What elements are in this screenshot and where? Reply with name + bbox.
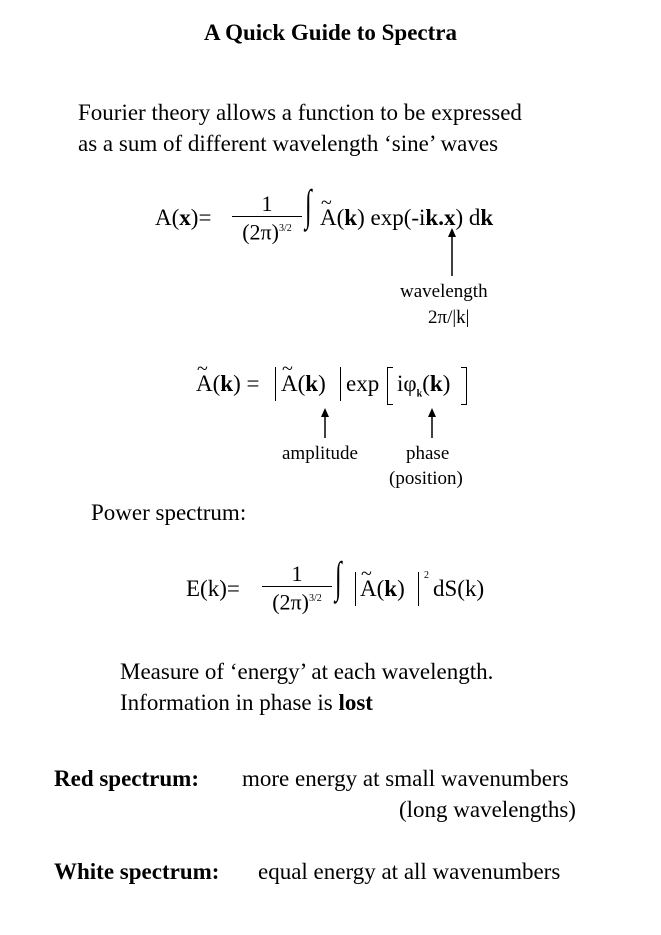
red-spectrum-text: more energy at small wavenumbers bbox=[242, 766, 569, 791]
eq1-lhs: A(x)= bbox=[155, 205, 212, 230]
eq2-lhs: ~A(k) = bbox=[196, 358, 260, 396]
eq1-integral-sign: ∫ bbox=[305, 181, 312, 230]
power-integral-sign: ∫ bbox=[335, 553, 342, 602]
eq2-amplitude: ~A(k) bbox=[281, 358, 326, 396]
open-bracket bbox=[387, 367, 393, 405]
abs-bar-left bbox=[275, 367, 276, 401]
position-label: (position) bbox=[389, 468, 463, 489]
abs-bar-right bbox=[340, 367, 341, 401]
white-spectrum-text: equal energy at all wavenumbers bbox=[258, 859, 561, 884]
page-title: A Quick Guide to Spectra bbox=[203, 20, 457, 45]
wavelength-arrow bbox=[448, 228, 456, 276]
power-spectrum-heading: Power spectrum: bbox=[91, 500, 247, 525]
wavelength-formula: 2π/|k| bbox=[428, 307, 470, 328]
power-abs-right bbox=[418, 572, 419, 606]
eq2-phase: iφk(k) bbox=[397, 371, 451, 400]
power-fraction: 1 (2π)3/2 bbox=[262, 562, 332, 614]
intro-line-1: Fourier theory allows a function to be e… bbox=[78, 100, 522, 125]
white-spectrum-label: White spectrum: bbox=[54, 859, 220, 884]
eq2-exp: exp bbox=[346, 371, 380, 396]
red-spectrum-note: (long wavelengths) bbox=[399, 797, 576, 822]
intro-line-2: as a sum of different wavelength ‘sine’ … bbox=[78, 131, 499, 156]
eq1-rhs: ~A(k) exp(-ik.x) dk bbox=[320, 192, 494, 230]
measure-line-2: Information in phase is lost bbox=[120, 690, 373, 715]
close-bracket bbox=[461, 367, 467, 405]
power-tail: dS(k) bbox=[433, 576, 485, 601]
phase-arrow bbox=[428, 408, 436, 438]
power-abs-left bbox=[355, 572, 356, 606]
eq1-fraction: 1 (2π)3/2 bbox=[232, 192, 302, 244]
amplitude-arrow bbox=[321, 408, 329, 438]
red-spectrum-label: Red spectrum: bbox=[54, 766, 199, 791]
amplitude-label: amplitude bbox=[282, 443, 358, 464]
power-square: 2 bbox=[424, 570, 429, 581]
phase-label: phase bbox=[406, 443, 450, 464]
power-lhs: E(k)= bbox=[186, 576, 240, 601]
measure-line-1: Measure of ‘energy’ at each wavelength. bbox=[120, 659, 494, 684]
power-amplitude: ~A(k) bbox=[360, 563, 405, 601]
wavelength-label: wavelength bbox=[400, 281, 488, 302]
